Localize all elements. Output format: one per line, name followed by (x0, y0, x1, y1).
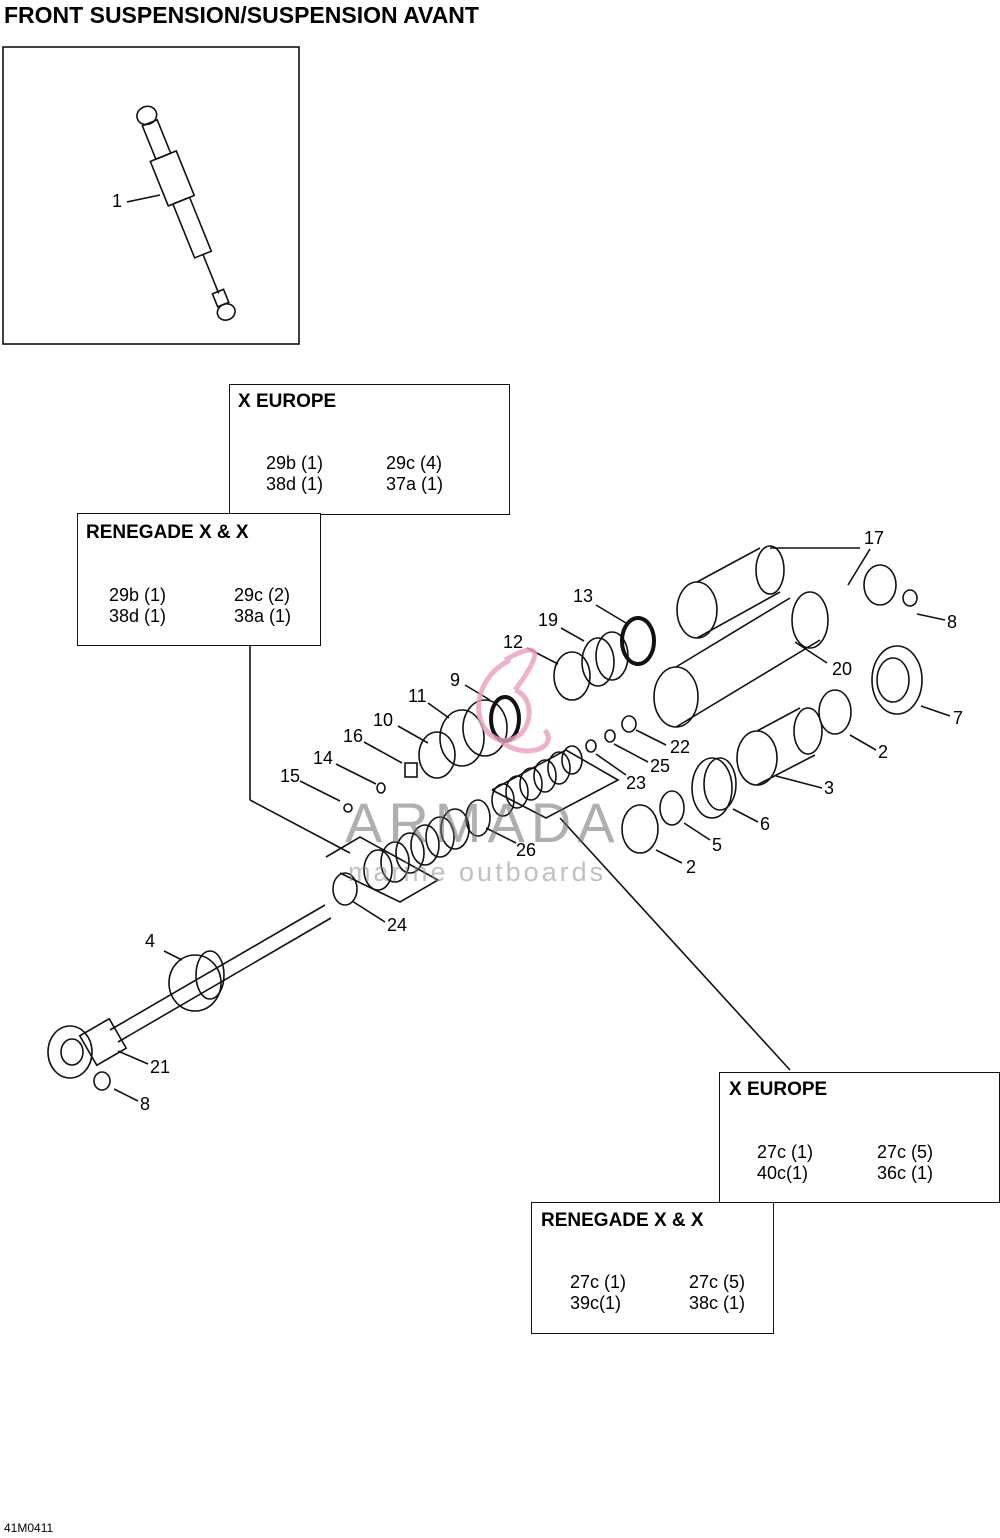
callout-2b: 2 (686, 857, 697, 877)
part-10 (418, 731, 456, 779)
box-value: 39c(1) (570, 1293, 622, 1313)
callout-9: 9 (450, 670, 461, 690)
box-title: RENEGADE X & X (86, 522, 249, 543)
box-value: 29c (4) (386, 453, 443, 473)
inset-frame (2, 46, 300, 345)
box-value: 27c (5) (877, 1142, 934, 1162)
callout-24: 24 (387, 915, 408, 935)
part-19 (581, 637, 615, 687)
box-value: 36c (1) (877, 1163, 934, 1183)
callout-7: 7 (953, 708, 964, 728)
box-value: 29b (1) (109, 585, 167, 605)
callout-8b: 8 (140, 1094, 151, 1114)
part-11 (439, 709, 485, 767)
part-6 (691, 757, 733, 819)
part-12 (553, 651, 591, 701)
box-title: X EUROPE (238, 391, 337, 412)
callout-20: 20 (832, 659, 853, 679)
part-13 (620, 616, 656, 666)
box-renegade-top: RENEGADE X & X 29b (1) 38d (1) 29c (2) 3… (77, 513, 321, 646)
part-9 (489, 695, 521, 743)
box-title: RENEGADE X & X (541, 1210, 704, 1231)
callout-4: 4 (145, 931, 156, 951)
callout-2a: 2 (878, 742, 889, 762)
box-value: 40c(1) (757, 1163, 809, 1183)
box-value: 27c (1) (570, 1272, 627, 1292)
box-col1: 29b (1) 38d (1) (109, 585, 166, 627)
box-value: 27c (5) (689, 1272, 746, 1292)
box-col1: 27c (1) 39c(1) (570, 1272, 626, 1314)
part-15 (343, 803, 353, 813)
box-title: X EUROPE (729, 1079, 828, 1100)
box-col1: 27c (1) 40c(1) (757, 1142, 813, 1184)
part-2b (621, 804, 659, 854)
callout-23: 23 (626, 773, 647, 793)
callout-22: 22 (670, 737, 691, 757)
box-value: 38d (1) (109, 606, 167, 626)
part-7 (871, 645, 923, 715)
box-value: 38a (1) (234, 606, 292, 626)
box-value: 29b (1) (266, 453, 324, 473)
watermark-brand: ARMADA (345, 791, 621, 854)
shock-body (653, 545, 918, 728)
part-2a (818, 689, 852, 735)
box-x-europe-top: X EUROPE 29b (1) 38d (1) 29c (4) 37a (1) (229, 384, 510, 515)
callout-6: 6 (760, 814, 771, 834)
callout-15: 15 (280, 766, 301, 786)
callout-19: 19 (538, 610, 559, 630)
callout-25: 25 (650, 756, 671, 776)
part-5 (659, 790, 685, 826)
callout-5: 5 (712, 835, 723, 855)
watermark-tagline: marine outboards (348, 857, 607, 887)
callout-1: 1 (112, 191, 123, 211)
box-value: 29c (2) (234, 585, 291, 605)
box-value: 38c (1) (689, 1293, 746, 1313)
box-col2: 27c (5) 38c (1) (689, 1272, 745, 1314)
box-col1: 29b (1) 38d (1) (266, 453, 323, 495)
box-renegade-bottom: RENEGADE X & X 27c (1) 39c(1) 27c (5) 38… (531, 1202, 774, 1334)
box-value: 38d (1) (266, 474, 324, 494)
page-title: FRONT SUSPENSION/SUSPENSION AVANT (4, 2, 479, 28)
callout-16: 16 (343, 726, 364, 746)
callout-11: 11 (408, 686, 427, 706)
box-x-europe-bottom: X EUROPE 27c (1) 40c(1) 27c (5) 36c (1) (719, 1072, 1000, 1203)
callout-10: 10 (373, 710, 394, 730)
callout-14: 14 (313, 748, 334, 768)
callout-3: 3 (824, 778, 835, 798)
box-col2: 27c (5) 36c (1) (877, 1142, 933, 1184)
callout-12: 12 (503, 632, 524, 652)
callout-21: 21 (150, 1057, 171, 1077)
box-value: 27c (1) (757, 1142, 814, 1162)
figure-code: 41M0411 (4, 1521, 54, 1535)
callout-26: 26 (516, 840, 537, 860)
box-value: 37a (1) (386, 474, 444, 494)
piston-rod (47, 904, 332, 1091)
box-col2: 29c (2) 38a (1) (234, 585, 291, 627)
part-16 (404, 762, 418, 778)
callout-13: 13 (573, 586, 594, 606)
part-14 (376, 782, 386, 794)
watermark-logo (476, 647, 551, 754)
callout-8: 8 (947, 612, 958, 632)
inset-shock-illustration (136, 105, 236, 321)
callout-17: 17 (864, 528, 885, 548)
box-col2: 29c (4) 37a (1) (386, 453, 443, 495)
